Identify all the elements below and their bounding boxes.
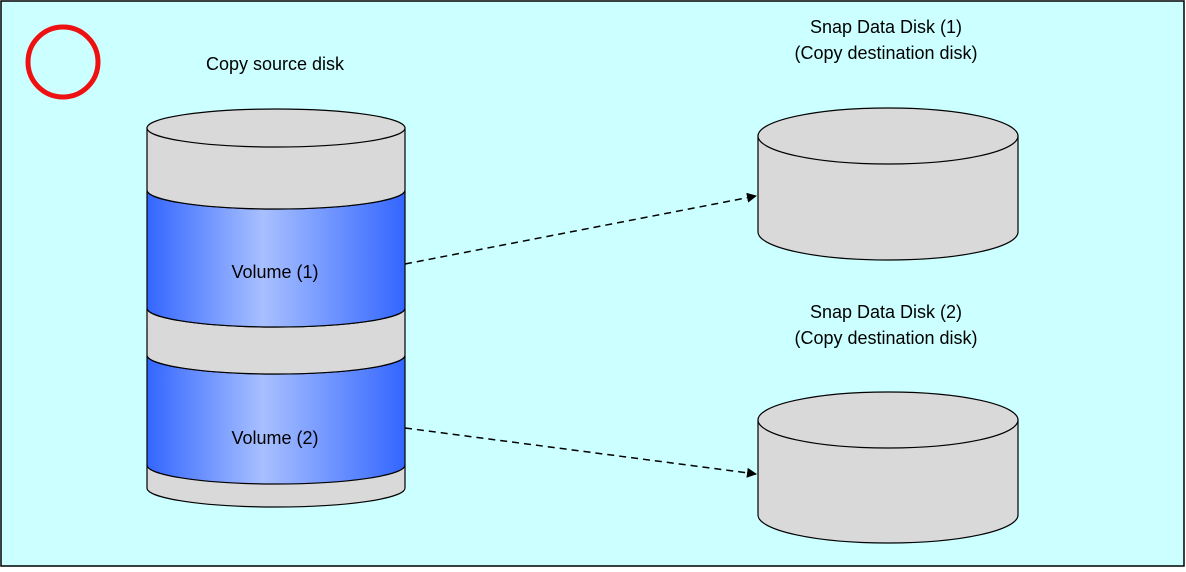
snap-disk-2-title: Snap Data Disk (2) xyxy=(810,302,962,322)
volume-2-label: Volume (2) xyxy=(231,428,318,448)
snap-disk-1-title: Snap Data Disk (1) xyxy=(810,17,962,37)
volume-1-label: Volume (1) xyxy=(231,262,318,282)
snap-disk-1 xyxy=(757,107,1019,261)
snap-disk-2 xyxy=(757,391,1019,544)
volume-1-segment xyxy=(146,189,406,328)
snap-disk-2-subtitle: (Copy destination disk) xyxy=(794,328,977,348)
source-disk xyxy=(146,108,406,508)
red-circle-icon xyxy=(25,24,101,100)
source-disk-top-cap xyxy=(146,108,406,148)
source-disk-label: Copy source disk xyxy=(206,54,345,74)
snap-disk-1-subtitle: (Copy destination disk) xyxy=(794,43,977,63)
source-disk-top-band xyxy=(146,127,406,210)
